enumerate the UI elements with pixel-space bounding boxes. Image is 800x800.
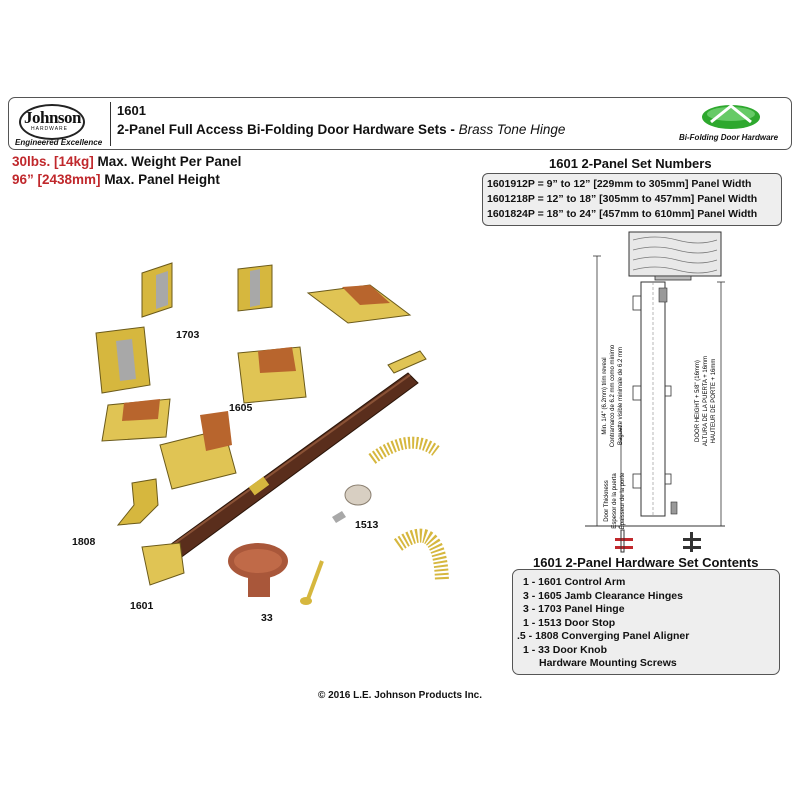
logo-tagline: Engineered Excellence (15, 138, 103, 147)
contents-item: .5 - 1808 Converging Panel Aligner (517, 630, 690, 642)
contents-box: 1 - 1601 Control Arm 3 - 1605 Jamb Clear… (512, 569, 780, 675)
hardware-parts-illustration (95, 262, 449, 605)
contents-item: 1 - 1513 Door Stop (523, 616, 616, 629)
logo-wordmark: Johnson (24, 108, 81, 127)
contents-item: 1 - 1601 Control Arm (523, 576, 626, 588)
max-weight-label: Max. Weight Per Panel (93, 154, 242, 169)
trim-reveal-label-fr: Baguette visible minimale de 6.2 mm (618, 347, 624, 445)
max-height-label: Max. Panel Height (100, 172, 220, 187)
johnson-logo: Johnson HARDWARE Engineered Excellence (15, 100, 107, 148)
set-number-row: 1601218P = 12” to 18” [305mm to 457mm] P… (487, 193, 758, 205)
max-weight-value: 30lbs. [14kg] (12, 154, 94, 169)
hinge-mark (632, 385, 642, 401)
part-label-1605: 1605 (229, 402, 253, 414)
contents-item: 1 - 33 Door Knob (523, 643, 608, 656)
model-number: 1601 (117, 103, 146, 118)
max-height-spec: 96” [2438mm] Max. Panel Height (12, 172, 220, 187)
set-number-row: 1601824P = 18” to 24” [457mm to 610mm] P… (487, 208, 758, 220)
badge-label: Bi-Folding Door Hardware (679, 133, 779, 142)
part-label-1601: 1601 (130, 600, 154, 612)
door-height-label-fr: HAUTEUR DE PORTE + 16mm (711, 359, 717, 444)
wood-grain (632, 236, 718, 274)
converging-aligner-1808 (116, 478, 159, 526)
installation-diagram: Min. 1/4" (6.2mm) trim reveal Contramarc… (585, 231, 725, 553)
screws-bundle (393, 528, 449, 582)
control-arm-1601 (141, 350, 427, 586)
contents-item: Hardware Mounting Screws (539, 657, 677, 669)
long-screw (306, 560, 324, 600)
set-numbers-box: 1601912P = 9” to 12” [229mm to 305mm] Pa… (482, 173, 782, 226)
jamb-hinge-1605 (101, 284, 412, 490)
logo-subtext: HARDWARE (31, 126, 68, 132)
title-separator: - (446, 122, 459, 137)
door-stop-1513 (332, 484, 372, 523)
header-divider (110, 102, 111, 146)
set-number-row: 1601912P = 9” to 12” [229mm to 305mm] Pa… (487, 178, 752, 190)
bifold-badge-icon (702, 104, 760, 129)
contents-item: 3 - 1703 Panel Hinge (523, 603, 625, 615)
part-label-1703: 1703 (176, 329, 200, 341)
contents-item: 3 - 1605 Jamb Clearance Hinges (523, 589, 683, 602)
door-height-label-es: ALTURA DE LA PUERTA + 16mm (703, 356, 709, 446)
max-weight-spec: 30lbs. [14kg] Max. Weight Per Panel (12, 154, 241, 169)
product-title-main: 2-Panel Full Access Bi-Folding Door Hard… (117, 122, 447, 137)
header-bar: Johnson HARDWARE Engineered Excellence 1… (8, 97, 792, 150)
part-label-1513: 1513 (355, 519, 379, 531)
part-label-1808: 1808 (72, 536, 96, 548)
door-thickness-label-es: Espesor de la puerta (612, 473, 618, 529)
track (654, 275, 692, 281)
top-pivot (658, 287, 668, 303)
trim-reveal-label-es: Contramarco de 6.2 mm como mínimo (610, 344, 616, 447)
product-title: 2-Panel Full Access Bi-Folding Door Hard… (117, 122, 565, 137)
door-thickness-label: Door Thickness (604, 480, 610, 522)
screws-bundle (368, 436, 440, 464)
door-knob-33 (228, 543, 288, 597)
set-numbers-title: 1601 2-Panel Set Numbers (549, 156, 712, 171)
door-height-label: DOOR HEIGHT + 5/8" (16mm) (695, 360, 701, 442)
part-label-33: 33 (261, 612, 273, 624)
max-height-value: 96” [2438mm] (12, 172, 101, 187)
trim-reveal-label: Min. 1/4" (6.2mm) trim reveal (602, 357, 608, 434)
hinge-mark (664, 385, 672, 397)
contents-title: 1601 2-Panel Hardware Set Contents (533, 555, 759, 570)
copyright-footer: © 2016 L.E. Johnson Products Inc. (317, 690, 483, 701)
hinge-mark (632, 295, 642, 311)
hinge-mark (664, 473, 672, 485)
product-subtitle: Brass Tone Hinge (458, 122, 566, 137)
door-thickness-label-fr: Épaisseur de la porte (619, 472, 626, 529)
logo-oval (19, 104, 85, 140)
panel-hinge-1703 (95, 262, 273, 394)
hinge-mark (632, 473, 642, 489)
bottom-pivot (670, 501, 678, 515)
